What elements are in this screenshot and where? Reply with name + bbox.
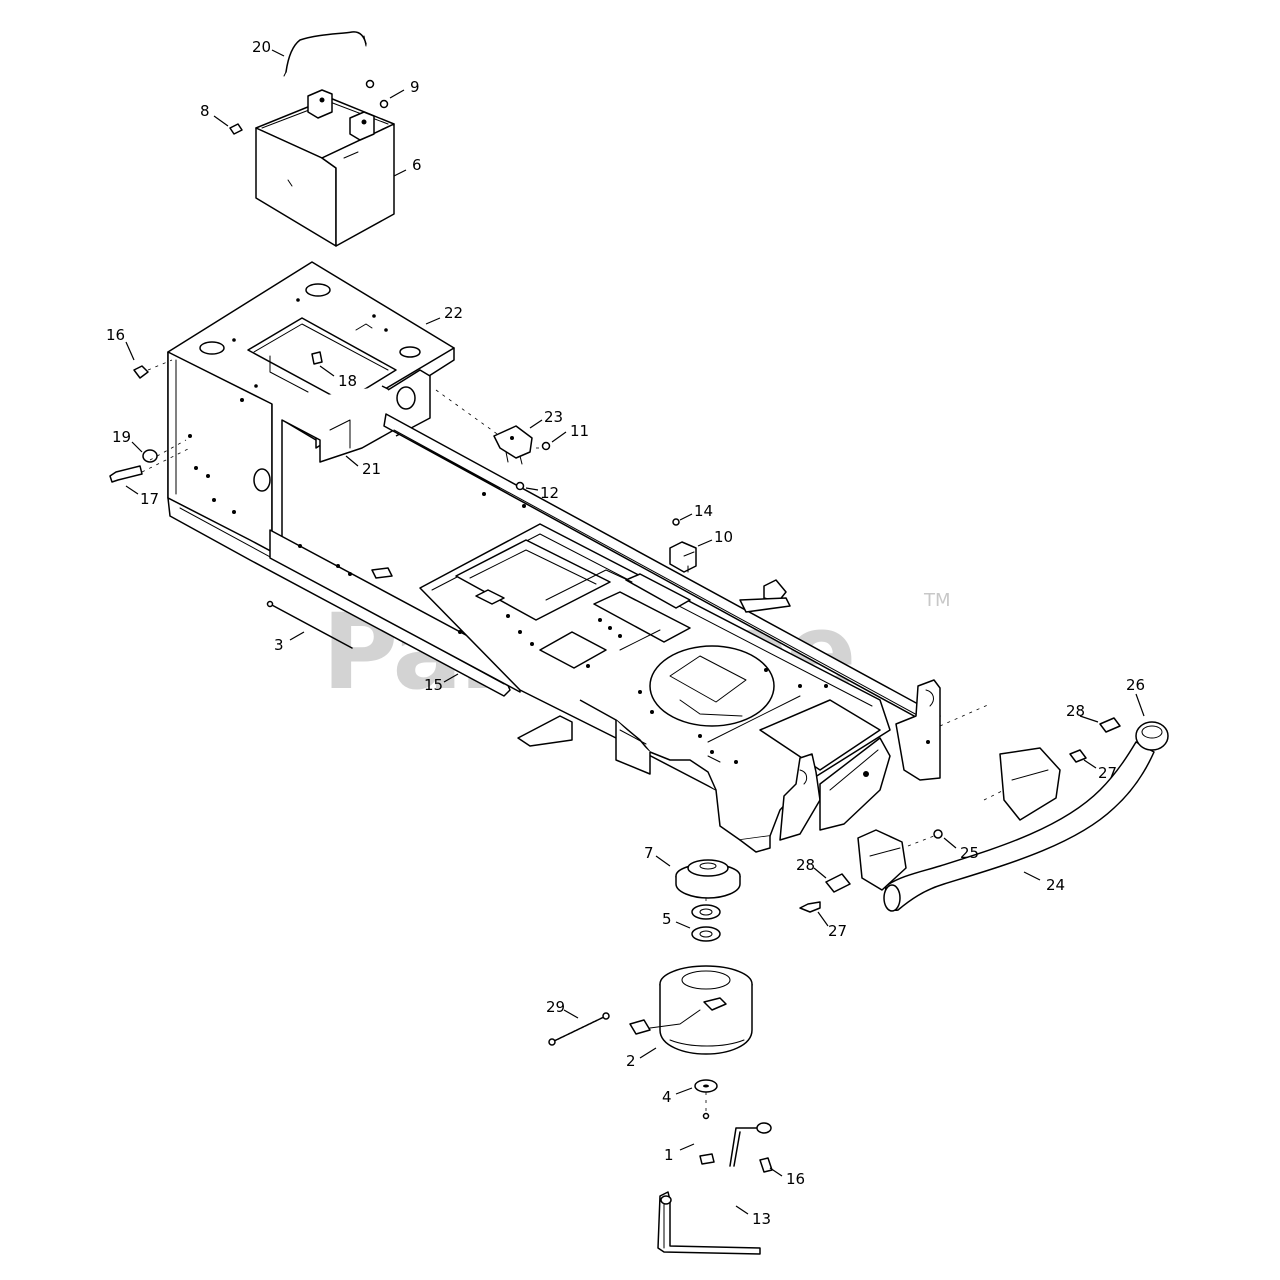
part-pulley[interactable] xyxy=(675,859,741,899)
callout-14[interactable]: 14 xyxy=(694,502,713,520)
part-battery-bolt[interactable] xyxy=(229,123,243,135)
part-front-axle-brackets[interactable] xyxy=(739,679,941,853)
part-frame-left-rail[interactable] xyxy=(167,497,521,697)
callout-19[interactable]: 19 xyxy=(112,428,131,446)
assembly-lines xyxy=(141,359,1005,1112)
part-axle-pivot-plates[interactable] xyxy=(857,747,1061,891)
callout-24[interactable]: 24 xyxy=(1046,876,1065,894)
callout-20[interactable]: 20 xyxy=(252,38,271,56)
part-rod-3[interactable] xyxy=(266,600,353,649)
part-bolt-16-top[interactable] xyxy=(133,365,149,379)
callout-2[interactable]: 2 xyxy=(626,1052,636,1070)
callout-8[interactable]: 8 xyxy=(200,102,210,120)
callout-11[interactable]: 11 xyxy=(570,422,589,440)
part-frame-deck[interactable] xyxy=(419,523,891,841)
part-anti-rotation-bracket[interactable] xyxy=(729,1122,772,1167)
callout-labels: 20 8 9 6 22 16 18 23 11 19 21 12 17 14 1… xyxy=(106,38,1145,1228)
callout-26[interactable]: 26 xyxy=(1126,676,1145,694)
part-nut-12[interactable] xyxy=(515,481,525,491)
part-spring[interactable] xyxy=(548,1012,610,1046)
part-bolt-16-bottom[interactable] xyxy=(759,1157,773,1173)
callout-29[interactable]: 29 xyxy=(546,998,565,1016)
callout-16-bottom[interactable]: 16 xyxy=(786,1170,805,1188)
part-bolt-27-rear[interactable] xyxy=(1069,749,1087,763)
callout-23[interactable]: 23 xyxy=(544,408,563,426)
part-mount-bracket[interactable] xyxy=(493,425,533,465)
callout-18[interactable]: 18 xyxy=(338,372,357,390)
callout-13[interactable]: 13 xyxy=(752,1210,771,1228)
leader-lines xyxy=(125,49,1145,1215)
part-front-axle[interactable] xyxy=(883,741,1155,912)
part-inner-bracket[interactable] xyxy=(271,369,431,557)
part-battery-rod[interactable] xyxy=(283,31,367,77)
part-washer-4[interactable] xyxy=(694,1079,718,1093)
part-washers[interactable] xyxy=(691,904,721,942)
callout-10[interactable]: 10 xyxy=(714,528,733,546)
part-battery[interactable] xyxy=(255,89,395,247)
callout-27-front[interactable]: 27 xyxy=(828,922,847,940)
part-nut-11[interactable] xyxy=(541,441,551,451)
callout-16-top[interactable]: 16 xyxy=(106,326,125,344)
part-switch-screw[interactable] xyxy=(672,518,680,526)
watermark-trademark: TM xyxy=(923,590,951,611)
part-bolt-1[interactable] xyxy=(699,1112,715,1165)
part-nut-25[interactable] xyxy=(933,829,943,839)
part-bolt-17[interactable] xyxy=(109,465,143,483)
callout-28-rear[interactable]: 28 xyxy=(1066,702,1085,720)
part-pin-28-front[interactable] xyxy=(825,873,851,893)
part-pin-28-rear[interactable] xyxy=(1099,717,1121,733)
part-bushing-19[interactable] xyxy=(142,449,158,463)
callout-7[interactable]: 7 xyxy=(644,844,654,862)
callout-4[interactable]: 4 xyxy=(662,1088,672,1106)
part-safety-switch[interactable] xyxy=(669,541,697,573)
part-bolt-27-front[interactable] xyxy=(799,901,821,913)
part-bolt-18[interactable] xyxy=(311,351,323,365)
callout-6[interactable]: 6 xyxy=(412,156,422,174)
callout-15[interactable]: 15 xyxy=(424,676,443,694)
callout-21[interactable]: 21 xyxy=(362,460,381,478)
part-belt-keeper[interactable] xyxy=(657,1191,761,1255)
callout-27-rear[interactable]: 27 xyxy=(1098,764,1117,782)
callout-9[interactable]: 9 xyxy=(410,78,420,96)
part-battery-nuts[interactable] xyxy=(365,79,389,109)
callout-25[interactable]: 25 xyxy=(960,844,979,862)
part-axle-cap[interactable] xyxy=(1135,721,1169,751)
callout-1[interactable]: 1 xyxy=(664,1146,674,1164)
callout-28-front[interactable]: 28 xyxy=(796,856,815,874)
callout-5[interactable]: 5 xyxy=(662,910,672,928)
callout-12[interactable]: 12 xyxy=(540,484,559,502)
callout-22[interactable]: 22 xyxy=(444,304,463,322)
part-frame-left-side[interactable] xyxy=(167,351,273,553)
callout-3[interactable]: 3 xyxy=(274,636,284,654)
part-pto-clutch[interactable] xyxy=(629,965,753,1055)
callout-17[interactable]: 17 xyxy=(140,490,159,508)
